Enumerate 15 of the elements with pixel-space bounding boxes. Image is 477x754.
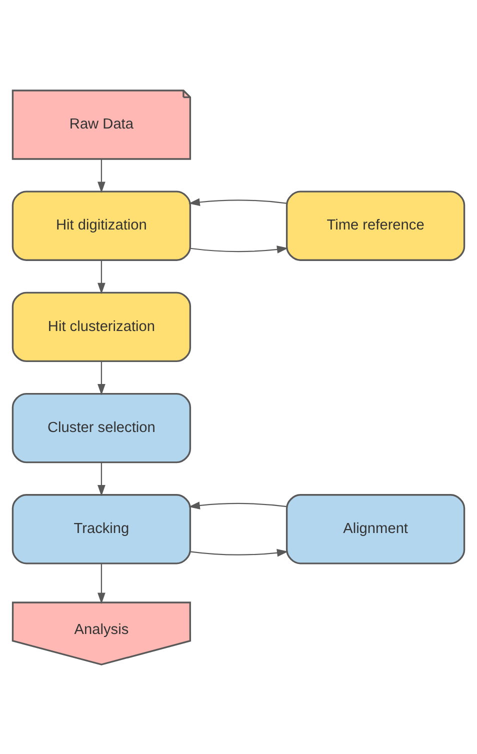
arrow xyxy=(190,548,288,556)
node-box: Time reference xyxy=(286,190,466,260)
node-box: Tracking xyxy=(12,494,192,564)
arrow xyxy=(98,462,106,496)
arrow xyxy=(98,260,106,294)
node-box: Alignment xyxy=(286,494,466,564)
arrow xyxy=(98,563,106,604)
node-box: Hit clusterization xyxy=(12,291,192,362)
arrow xyxy=(98,158,106,192)
arrow xyxy=(188,501,287,509)
node-box: Cluster selection xyxy=(12,392,192,463)
node-box: Hit digitization xyxy=(12,190,192,260)
arrow xyxy=(190,245,288,253)
arrow xyxy=(188,198,287,206)
arrow xyxy=(98,361,106,395)
